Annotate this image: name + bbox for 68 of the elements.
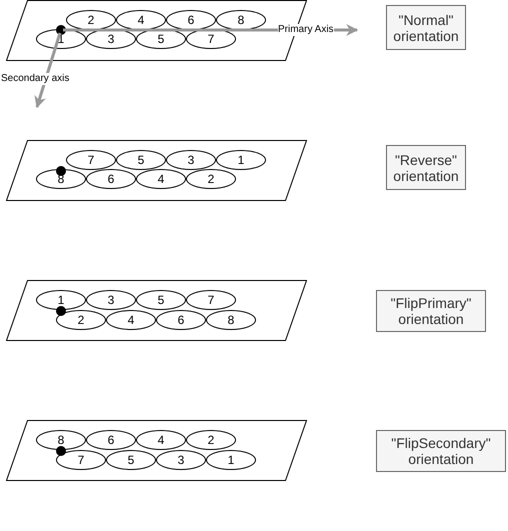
caption-box: "FlipPrimary" orientation <box>376 290 486 332</box>
ellipse <box>136 430 186 450</box>
ellipse-number: 2 <box>208 172 214 186</box>
ellipse <box>186 430 236 450</box>
ellipse <box>36 290 86 310</box>
ellipse-number: 8 <box>228 313 234 327</box>
ellipse-number: 6 <box>188 13 194 27</box>
ellipse <box>136 290 186 310</box>
ellipse <box>136 29 186 49</box>
ellipse <box>56 450 106 470</box>
ellipse-number: 2 <box>208 433 214 447</box>
ellipse <box>116 150 166 170</box>
ellipse <box>56 310 106 330</box>
ellipse-number: 7 <box>88 153 94 167</box>
ellipse <box>156 310 206 330</box>
ellipse-number: 6 <box>108 433 114 447</box>
ellipse <box>206 310 256 330</box>
ellipse-number: 4 <box>158 172 164 186</box>
ellipse <box>216 10 266 30</box>
ellipse-number: 7 <box>78 453 84 467</box>
ellipse-number: 6 <box>178 313 184 327</box>
ellipse-number: 8 <box>238 13 244 27</box>
ellipse-number: 2 <box>78 313 84 327</box>
ellipse <box>206 450 256 470</box>
ellipse <box>216 150 266 170</box>
ellipse-number: 1 <box>238 153 244 167</box>
axis-label: Secondary axis <box>1 73 70 85</box>
ellipse <box>86 169 136 189</box>
ellipse <box>66 10 116 30</box>
caption-box: "FlipSecondary" orientation <box>376 430 506 472</box>
ellipse-number: 3 <box>188 153 194 167</box>
ellipse <box>106 310 156 330</box>
ellipse <box>86 29 136 49</box>
ellipse-number: 1 <box>228 453 234 467</box>
ellipse <box>106 450 156 470</box>
ellipse-number: 4 <box>158 433 164 447</box>
ellipse-number: 7 <box>208 293 214 307</box>
ellipse <box>186 29 236 49</box>
ellipse <box>36 169 86 189</box>
ellipse <box>116 10 166 30</box>
ellipse-number: 5 <box>158 293 164 307</box>
ellipse-number: 3 <box>108 293 114 307</box>
caption-box: "Reverse" orientation <box>386 145 466 190</box>
ellipse <box>166 150 216 170</box>
ellipse-number: 6 <box>108 172 114 186</box>
ellipse-number: 4 <box>128 313 134 327</box>
ellipse-number: 5 <box>158 32 164 46</box>
ellipse <box>36 29 86 49</box>
ellipse <box>166 10 216 30</box>
ellipse-number: 2 <box>88 13 94 27</box>
ellipse <box>136 169 186 189</box>
ellipse <box>186 290 236 310</box>
ellipse-number: 7 <box>208 32 214 46</box>
ellipse-number: 5 <box>138 153 144 167</box>
ellipse <box>156 450 206 470</box>
ellipse-number: 3 <box>108 32 114 46</box>
ellipse <box>86 290 136 310</box>
ellipse <box>86 430 136 450</box>
ellipse <box>186 169 236 189</box>
ellipse-number: 3 <box>178 453 184 467</box>
caption-box: "Normal" orientation <box>386 5 466 50</box>
ellipse-number: 8 <box>58 433 64 447</box>
ellipse <box>36 430 86 450</box>
ellipse-number: 1 <box>58 293 64 307</box>
ellipse-number: 5 <box>128 453 134 467</box>
ellipse <box>66 150 116 170</box>
axis-label: Primary Axis <box>278 24 334 36</box>
ellipse-number: 4 <box>138 13 144 27</box>
